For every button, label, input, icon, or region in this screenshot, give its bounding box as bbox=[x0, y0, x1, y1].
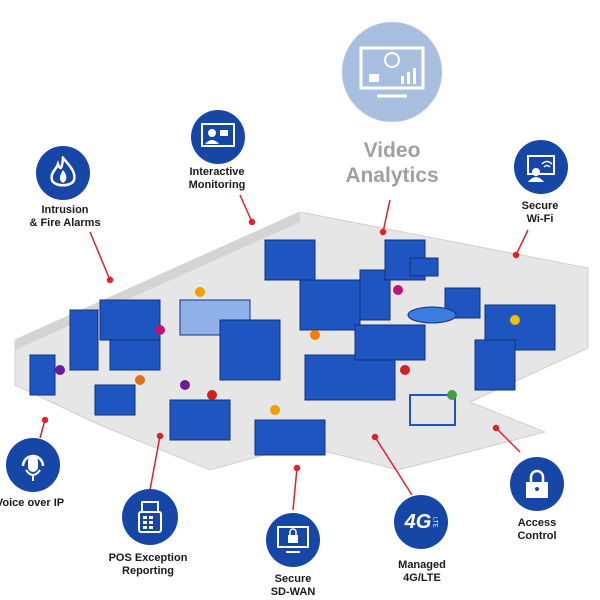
monitor-lock-icon bbox=[266, 513, 320, 567]
person-camera-icon bbox=[191, 110, 245, 164]
intrusion-fire-alarms-label: Intrusion& Fire Alarms bbox=[29, 204, 101, 229]
store-fixtures bbox=[29, 239, 556, 456]
shoppers bbox=[55, 285, 520, 415]
voice-over-ip-label: Voice over IP bbox=[0, 497, 65, 509]
video-analytics-icon bbox=[342, 22, 442, 122]
padlock-icon bbox=[510, 457, 564, 511]
leader-lines bbox=[39, 194, 529, 511]
headset-icon bbox=[6, 438, 60, 492]
person-wifi-icon bbox=[514, 140, 568, 194]
register-icon bbox=[122, 489, 178, 545]
flame-icon bbox=[36, 146, 90, 200]
